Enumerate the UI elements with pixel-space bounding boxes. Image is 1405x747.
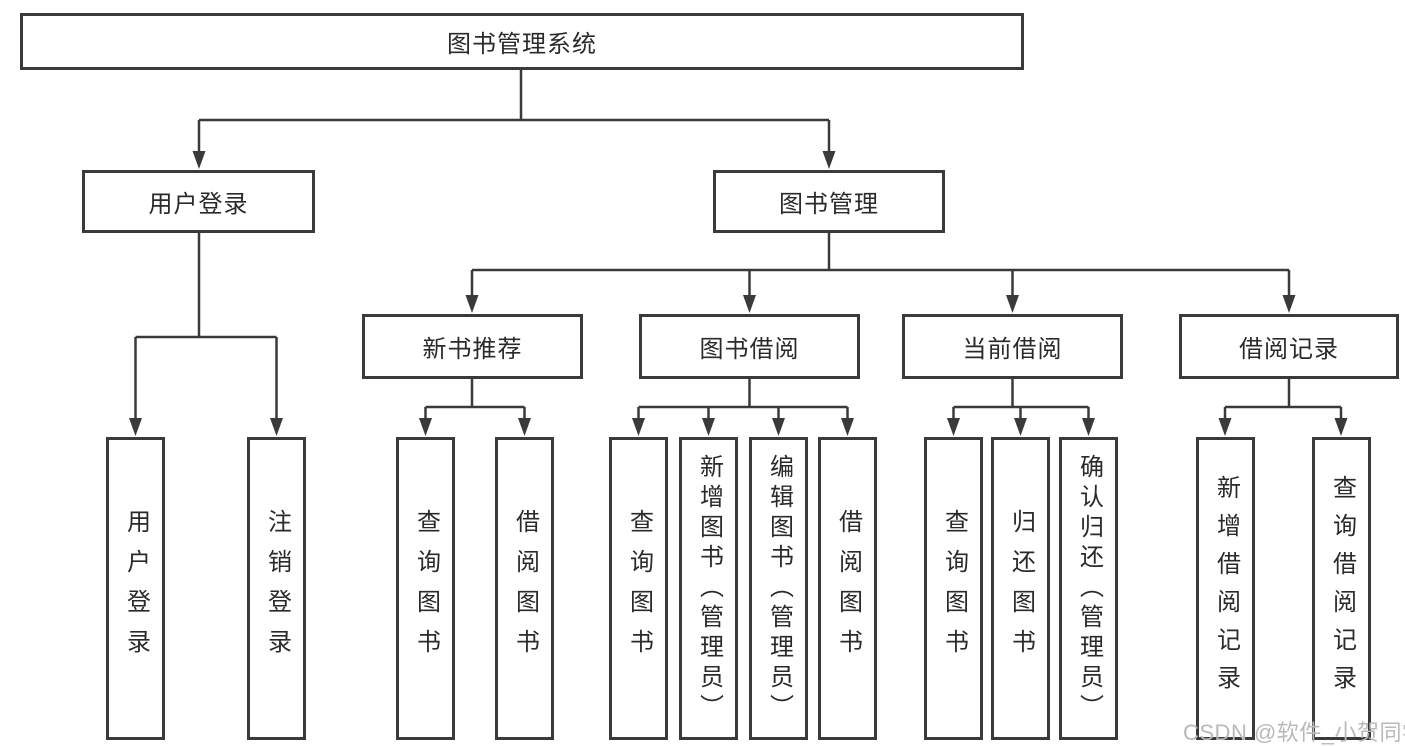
csdn-watermark: CSDN @软件_小贺同学 — [1183, 720, 1405, 745]
node-new-book-recommend: 新书推荐 — [362, 314, 583, 379]
node-current-borrow: 当前借阅 — [902, 314, 1123, 379]
leaf-query-books-current-label: 查询图书 — [940, 508, 968, 669]
leaf-borrow-books-recommend-label: 借阅图书 — [511, 508, 539, 669]
node-book-management-label: 图书管理 — [779, 191, 879, 218]
node-borrow-records-label: 借阅记录 — [1239, 336, 1339, 363]
leaf-query-books-recommend-label: 查询图书 — [412, 508, 440, 669]
leaf-return-book: 归还图书 — [991, 437, 1050, 740]
leaf-confirm-return-admin: 确认归还（管理员） — [1059, 437, 1118, 740]
connector-root-to-level2 — [192, 70, 836, 169]
node-user-login-label: 用户登录 — [148, 191, 249, 218]
leaf-user-login-label: 用户登录 — [122, 508, 150, 669]
leaf-edit-book-admin-label: 编辑图书（管理员） — [765, 453, 793, 724]
leaf-query-borrow-record-label: 查询借阅记录 — [1328, 474, 1356, 703]
leaf-add-borrow-record-label: 新增借阅记录 — [1212, 474, 1240, 703]
node-borrow-records: 借阅记录 — [1179, 314, 1399, 379]
connector-current-borrow-branch — [947, 379, 1095, 436]
leaf-confirm-return-admin-label: 确认归还（管理员） — [1075, 453, 1103, 724]
connector-user-login-branch — [129, 233, 283, 436]
leaf-user-login: 用户登录 — [106, 437, 165, 740]
connector-new-book-branch — [419, 379, 531, 436]
node-book-management: 图书管理 — [713, 170, 945, 233]
leaf-query-books-recommend: 查询图书 — [396, 437, 455, 740]
node-user-login: 用户登录 — [82, 170, 315, 233]
leaf-query-books-current: 查询图书 — [924, 437, 983, 740]
leaf-query-books-borrow-label: 查询图书 — [625, 508, 653, 669]
leaf-add-book-admin-label: 新增图书（管理员） — [695, 453, 723, 724]
node-book-borrow: 图书借阅 — [639, 314, 860, 379]
connector-book-management-branch — [465, 233, 1296, 313]
leaf-logout-label: 注销登录 — [263, 508, 291, 669]
node-root: 图书管理系统 — [20, 13, 1024, 70]
leaf-logout: 注销登录 — [247, 437, 306, 740]
leaf-edit-book-admin: 编辑图书（管理员） — [749, 437, 808, 740]
leaf-add-book-admin: 新增图书（管理员） — [679, 437, 738, 740]
node-root-label: 图书管理系统 — [447, 31, 597, 58]
connector-book-borrow-branch — [632, 379, 854, 436]
leaf-query-borrow-record: 查询借阅记录 — [1312, 437, 1371, 740]
leaf-return-book-label: 归还图书 — [1007, 508, 1035, 669]
node-new-book-recommend-label: 新书推荐 — [422, 336, 523, 363]
leaf-borrow-books-borrow: 借阅图书 — [818, 437, 877, 740]
node-book-borrow-label: 图书借阅 — [699, 336, 800, 363]
node-current-borrow-label: 当前借阅 — [962, 336, 1063, 363]
leaf-borrow-books-borrow-label: 借阅图书 — [834, 508, 862, 669]
leaf-add-borrow-record: 新增借阅记录 — [1196, 437, 1255, 740]
leaf-borrow-books-recommend: 借阅图书 — [495, 437, 554, 740]
leaf-query-books-borrow: 查询图书 — [609, 437, 668, 740]
connector-borrow-records-branch — [1218, 379, 1348, 436]
